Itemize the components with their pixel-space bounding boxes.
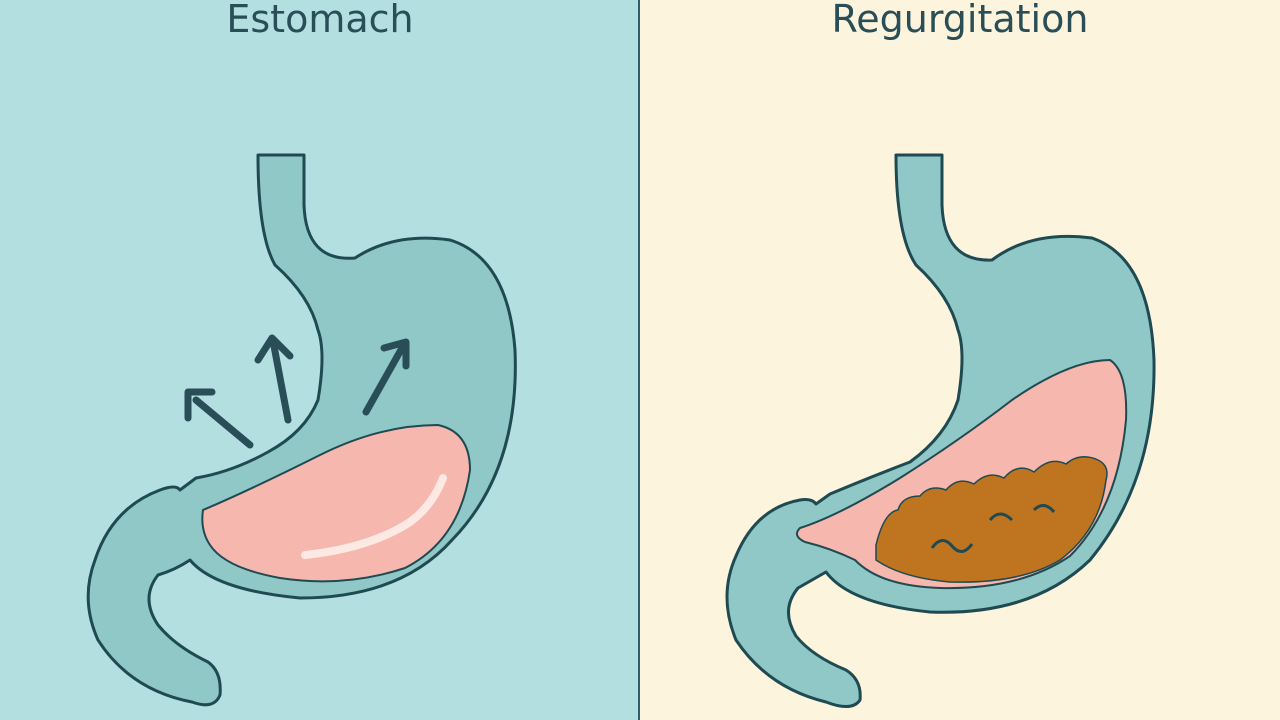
left-panel: Estomach: [0, 0, 640, 720]
gas-arrow-icon: [254, 334, 294, 424]
stomach-lining: [201, 423, 472, 583]
lining-highlight: [301, 474, 447, 559]
contents-texture: [1032, 504, 1056, 514]
right-panel: Regurgitation: [640, 0, 1280, 720]
right-panel-title: Regurgitation: [831, 0, 1089, 41]
gas-arrow-icon: [362, 338, 410, 416]
stomach-illustration: [725, 153, 1156, 708]
panel-divider: [638, 0, 641, 720]
stomach-illustration: [86, 153, 517, 707]
stomach-icon: [86, 153, 517, 707]
contents-texture: [930, 539, 974, 553]
left-panel-title: Estomach: [226, 0, 414, 41]
contents-texture: [988, 512, 1014, 522]
gas-arrow-icon: [184, 388, 254, 449]
